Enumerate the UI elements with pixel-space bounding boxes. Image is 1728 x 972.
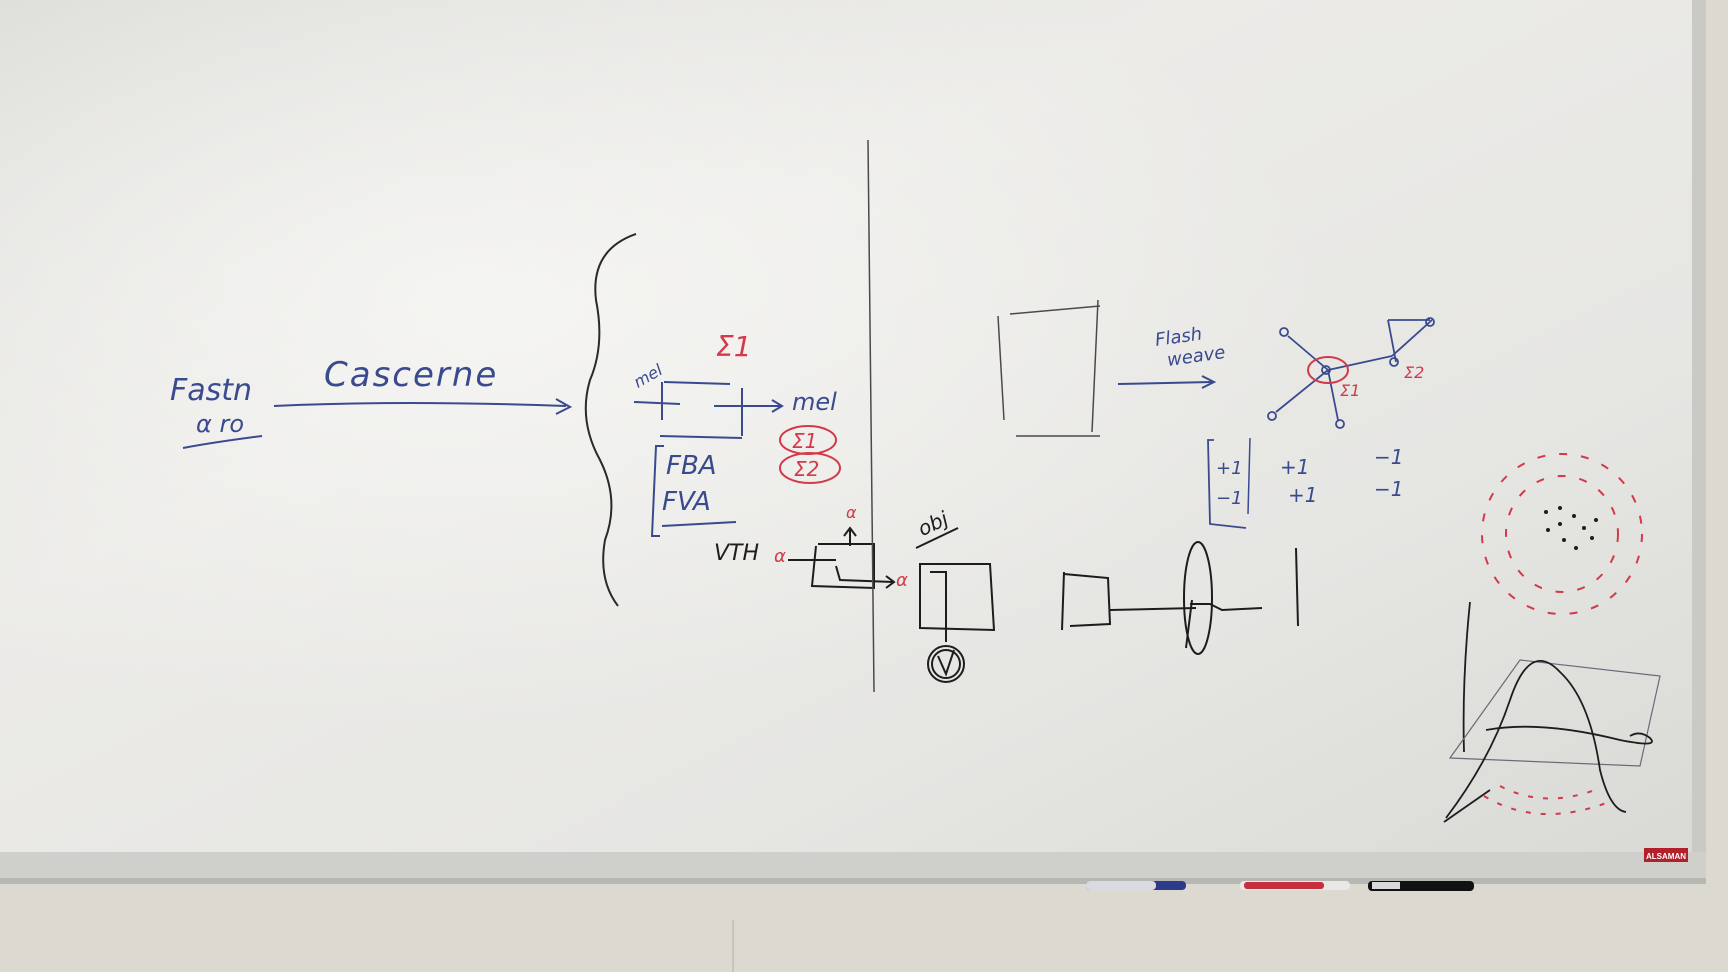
board-glare <box>0 0 1700 858</box>
matrix-cell: +1 <box>1280 455 1309 479</box>
note-z2-circled: Σ2 <box>794 457 819 481</box>
brand-badge <box>1644 848 1688 862</box>
note-z1-star: Σ1 <box>1340 381 1360 400</box>
note-alpha-right: α <box>896 570 908 591</box>
vth-block-diagram <box>788 526 896 590</box>
fba-fva-bracket <box>650 445 664 537</box>
marker-tray-edge <box>0 878 1706 884</box>
note-mel-right: mel <box>792 388 837 416</box>
board-divider <box>867 139 875 693</box>
note-vth: VTH <box>714 541 759 566</box>
board-right-frame <box>1692 0 1706 870</box>
note-alpha-top: α <box>846 503 857 522</box>
z2-circle <box>779 452 841 484</box>
note-z1-circled: Σ1 <box>792 429 817 453</box>
arrow-to-wave <box>273 398 573 415</box>
flash-arrow <box>1117 375 1217 389</box>
underline-alpha-ro <box>182 435 263 449</box>
blue-marker[interactable] <box>1086 881 1186 890</box>
note-fva: FVA <box>662 487 711 517</box>
fva-underline <box>661 521 737 527</box>
note-z1-top: Σ1 <box>716 330 752 363</box>
note-fastn: Fastn <box>170 373 252 408</box>
note-alpha-ro: α ro <box>196 410 244 438</box>
matrix-bracket <box>1207 439 1247 529</box>
empty-square-diagram <box>997 299 1101 437</box>
obj-underline <box>915 527 959 549</box>
box-lens-diagram <box>1061 541 1299 655</box>
marker-tray <box>0 852 1706 882</box>
note-fba: FBA <box>666 451 717 481</box>
note-z2-star: Σ2 <box>1404 363 1424 382</box>
note-cascerne: Cascerne <box>324 355 498 395</box>
matrix-cell: −1 <box>1374 445 1403 469</box>
matrix-row-2: −1 +1 −1 <box>1216 477 1403 509</box>
black-dot-cluster <box>1544 506 1598 550</box>
obj-container-diagram <box>919 563 996 683</box>
red-dashed-rings <box>1481 453 1643 615</box>
star-graph-diagram <box>1267 317 1435 429</box>
star-center-circle <box>1307 356 1349 384</box>
matrix-cell: −1 <box>1216 488 1243 509</box>
matrix-cell: −1 <box>1374 477 1403 501</box>
brand-label: ALSAMAN <box>1646 852 1686 861</box>
note-alpha-left: α <box>774 546 786 567</box>
red-dash-scatter <box>1483 785 1615 815</box>
matrix-col-line <box>1247 437 1251 515</box>
wavy-boundary <box>584 233 637 607</box>
black-marker[interactable] <box>1368 881 1474 891</box>
gaussian-3d-sketch <box>1443 601 1661 823</box>
mel-bracket-diagram <box>633 381 784 439</box>
matrix-cell: +1 <box>1288 483 1317 507</box>
matrix-row-1: +1 +1 −1 <box>1216 445 1403 479</box>
matrix-cell: +1 <box>1216 458 1243 479</box>
red-marker[interactable] <box>1240 881 1350 890</box>
